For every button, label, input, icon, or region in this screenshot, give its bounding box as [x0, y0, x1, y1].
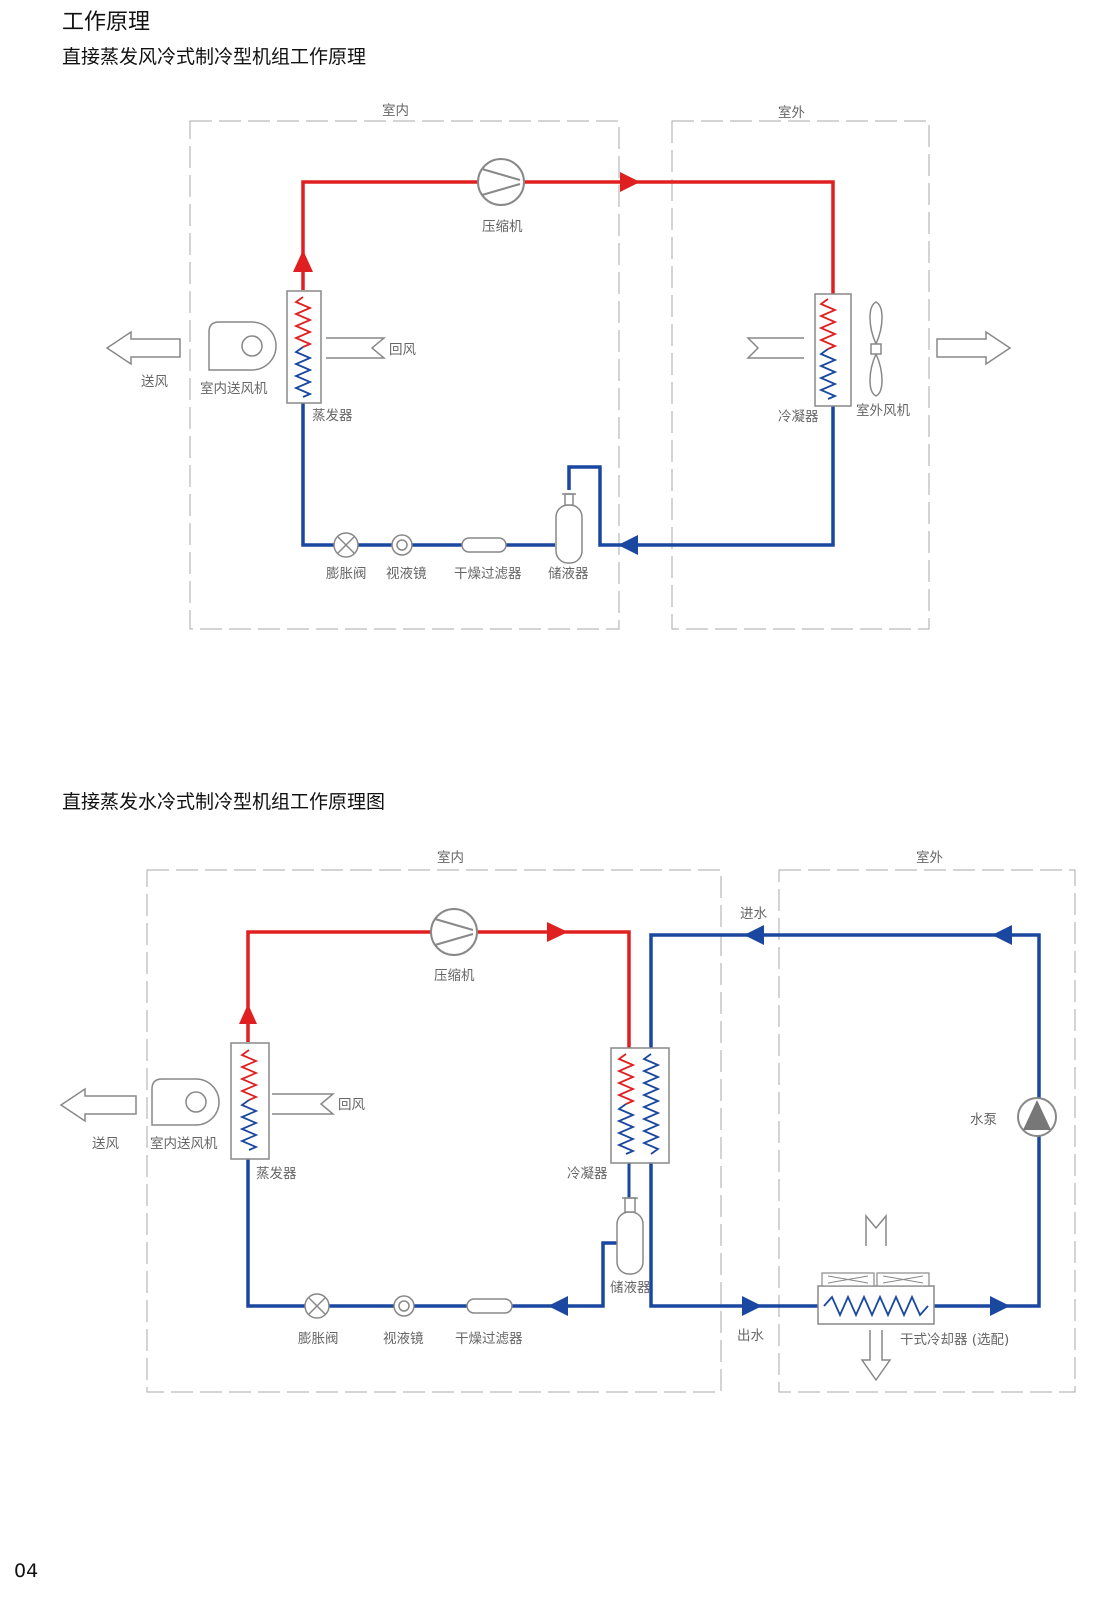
indoor-fan-label-2: 室内送风机	[150, 1135, 218, 1152]
dry-filter-icon-1	[461, 537, 507, 553]
expansion-valve-icon-2	[304, 1293, 330, 1319]
supply-air-arrow-2	[59, 1087, 137, 1123]
dry-filter-icon-2	[466, 1298, 513, 1314]
indoor-label-2: 室内	[437, 849, 464, 866]
pump-icon-2	[1017, 1097, 1057, 1137]
water-in-label-2: 进水	[740, 906, 768, 922]
exhaust-arrow-1	[936, 330, 1012, 366]
condenser-icon-2	[610, 1047, 670, 1164]
dry-filter-label-2: 干燥过滤器	[455, 1331, 523, 1347]
supply-air-arrow-1	[105, 330, 181, 366]
water-out-label-2: 出水	[737, 1328, 765, 1344]
receiver-label-1: 储液器	[548, 566, 589, 582]
evaporator-icon-1	[286, 290, 322, 404]
expansion-valve-icon-1	[333, 532, 359, 558]
receiver-label-2: 储液器	[610, 1280, 651, 1296]
condenser-label-1: 冷凝器	[778, 409, 819, 425]
compressor-label-2: 压缩机	[434, 968, 475, 984]
water-arrow-return-2	[990, 1296, 1010, 1316]
dry-filter-label-1: 干燥过滤器	[454, 566, 522, 582]
return-air-arrow-1	[326, 337, 387, 359]
flow-arrow-left-2	[548, 1296, 568, 1316]
condenser-label-2: 冷凝器	[567, 1166, 608, 1182]
flow-arrow-up-2	[239, 1004, 257, 1024]
indoor-frame-1	[189, 120, 620, 630]
condenser-icon-1	[814, 293, 852, 407]
hot-gas-line-1	[301, 180, 835, 295]
outdoor-label-1: 室外	[778, 104, 806, 121]
indoor-fan-icon-1	[208, 321, 277, 371]
outdoor-frame-2	[778, 869, 1076, 1393]
water-arrow-top-2	[992, 925, 1012, 945]
expansion-valve-label-1: 膨胀阀	[326, 566, 367, 582]
receiver-icon-1	[555, 493, 583, 564]
diagram-2-title: 直接蒸发水冷式制冷型机组工作原理图	[62, 791, 386, 813]
water-arrow-out-2	[742, 1296, 762, 1316]
diagram-2: 室内 室外 进水 出水 压缩机 蒸发器	[59, 849, 1076, 1393]
outdoor-label-2: 室外	[916, 849, 944, 866]
evaporator-label-1: 蒸发器	[312, 408, 353, 424]
pump-label-2: 水泵	[970, 1112, 997, 1128]
expansion-valve-label-2: 膨胀阀	[298, 1331, 339, 1347]
supply-air-label-1: 送风	[141, 374, 168, 390]
indoor-label-1: 室内	[382, 102, 409, 119]
supply-air-label-2: 送风	[92, 1136, 119, 1152]
indoor-fan-label-1: 室内送风机	[200, 380, 268, 397]
indoor-fan-icon-2	[151, 1078, 220, 1126]
flow-arrow-right-1	[620, 172, 640, 192]
compressor-label-1: 压缩机	[482, 219, 523, 235]
diagram-1: 室内 室外 压缩机 蒸发器 回风 室内送风机	[105, 102, 1012, 630]
sight-glass-label-2: 视液镜	[383, 1331, 424, 1347]
liquid-line-1b	[567, 405, 835, 547]
dry-cooler-icon-2	[817, 1213, 935, 1382]
dry-cooler-label-2: 干式冷却器 (选配)	[900, 1332, 1009, 1348]
indoor-frame-2	[146, 869, 722, 1393]
compressor-icon-2	[430, 908, 478, 956]
water-line-2b	[649, 1162, 818, 1308]
flow-arrow-right-2	[547, 922, 568, 942]
outdoor-fan-icon-1	[869, 301, 883, 397]
return-air-label-2: 回风	[338, 1097, 365, 1113]
return-air-label-1: 回风	[389, 342, 416, 358]
flow-arrow-up-1	[293, 250, 313, 272]
liquid-line-2	[246, 1158, 617, 1308]
compressor-icon-1	[477, 158, 525, 206]
page-number: 04	[14, 1560, 39, 1582]
water-arrow-in-2	[744, 925, 764, 945]
outdoor-frame-1	[671, 120, 930, 630]
receiver-icon-2	[616, 1197, 644, 1275]
evaporator-icon-2	[230, 1042, 270, 1160]
evaporator-label-2: 蒸发器	[256, 1166, 297, 1182]
sight-glass-icon-1	[391, 534, 413, 556]
return-air-arrow-2	[272, 1093, 336, 1115]
sight-glass-label-1: 视液镜	[386, 566, 427, 582]
outdoor-inlet-arrow-1	[746, 337, 804, 359]
outdoor-fan-label-1: 室外风机	[856, 402, 910, 419]
diagram-1-title: 直接蒸发风冷式制冷型机组工作原理	[62, 46, 367, 68]
sight-glass-icon-2	[393, 1295, 415, 1317]
page-title: 工作原理	[62, 10, 151, 35]
flow-arrow-left-1	[618, 535, 638, 555]
